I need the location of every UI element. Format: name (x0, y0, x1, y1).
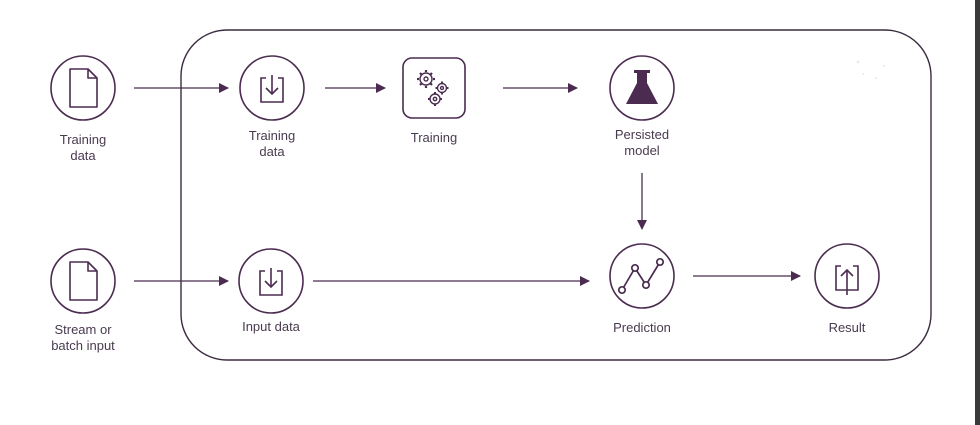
window-edge (975, 0, 980, 425)
training-node (402, 57, 466, 119)
document-icon (69, 68, 98, 108)
upload-icon (835, 265, 859, 295)
flask-icon (626, 70, 658, 104)
persisted-model-label: Persisted model (614, 127, 670, 158)
stream-input-source-label: Stream or batch input (51, 322, 115, 353)
prediction-node (609, 243, 675, 309)
download-icon (260, 75, 284, 103)
line-chart-icon (617, 257, 665, 295)
training-data-source-node (50, 55, 116, 121)
persisted-model-node (609, 55, 675, 121)
result-node (814, 243, 880, 309)
input-data-node (238, 248, 304, 314)
training-data-source-label: Training data (59, 132, 107, 163)
prediction-label: Prediction (613, 320, 671, 335)
gears-icon (417, 70, 449, 106)
training-data-label: Training data (248, 128, 296, 159)
input-data-label: Input data (242, 319, 300, 334)
faint-marks (856, 60, 885, 79)
document-icon (69, 261, 98, 301)
pipeline-container (180, 29, 932, 361)
result-label: Result (828, 320, 866, 335)
training-label: Training (410, 130, 458, 145)
stream-input-source-node (50, 248, 116, 314)
download-icon (259, 268, 283, 296)
training-data-node (239, 55, 305, 121)
